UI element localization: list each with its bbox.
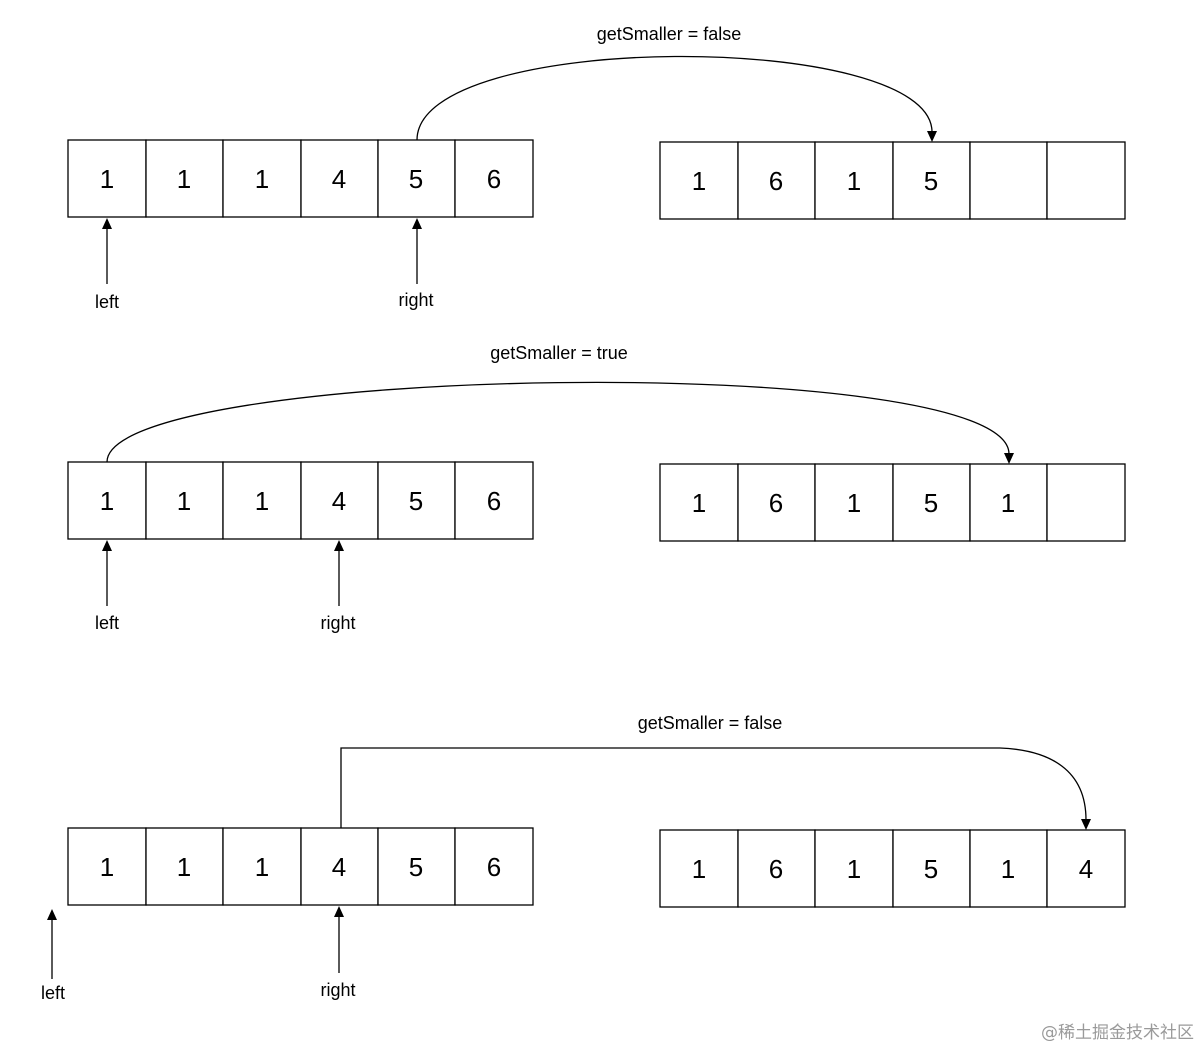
step-2: getSmaller = true 1 1 1 4 5 6 1 6 1 5 bbox=[67, 343, 1126, 633]
right-pointer-arrow-head bbox=[412, 218, 422, 229]
result-cell bbox=[892, 829, 971, 908]
result-value: 1 bbox=[847, 854, 861, 884]
left-pointer-arrow-head bbox=[102, 218, 112, 229]
source-value: 6 bbox=[487, 164, 501, 194]
source-cell bbox=[454, 461, 534, 540]
source-value: 4 bbox=[332, 486, 346, 516]
right-pointer-label: right bbox=[320, 980, 355, 1000]
watermark: @稀土掘金技术社区 bbox=[1041, 1023, 1194, 1043]
result-cell bbox=[814, 829, 894, 908]
result-array: 1 6 1 5 bbox=[659, 141, 1126, 220]
condition-label: getSmaller = false bbox=[597, 24, 742, 44]
result-cell bbox=[737, 141, 816, 220]
source-value: 1 bbox=[100, 164, 114, 194]
right-pointer-arrow-head bbox=[334, 540, 344, 551]
result-cell bbox=[892, 141, 971, 220]
result-cell bbox=[969, 829, 1048, 908]
condition-label: getSmaller = true bbox=[490, 343, 628, 363]
result-value: 5 bbox=[924, 488, 938, 518]
source-value: 1 bbox=[255, 486, 269, 516]
move-arrow bbox=[340, 747, 1087, 828]
source-array: 1 1 1 4 5 6 bbox=[67, 139, 534, 218]
source-cell bbox=[300, 461, 379, 540]
source-cell bbox=[222, 827, 302, 906]
right-pointer-label: right bbox=[320, 613, 355, 633]
left-pointer-label: left bbox=[95, 292, 119, 312]
result-value: 1 bbox=[847, 488, 861, 518]
source-value: 5 bbox=[409, 164, 423, 194]
result-array: 1 6 1 5 1 4 bbox=[659, 829, 1126, 908]
result-cell bbox=[969, 141, 1048, 220]
right-pointer-label: right bbox=[398, 290, 433, 310]
result-value: 6 bbox=[769, 488, 783, 518]
source-value: 6 bbox=[487, 852, 501, 882]
result-cell bbox=[1046, 141, 1126, 220]
step-3: getSmaller = false 1 1 1 4 5 6 1 6 1 5 bbox=[41, 713, 1126, 1003]
source-value: 4 bbox=[332, 852, 346, 882]
source-cell bbox=[67, 827, 147, 906]
source-value: 1 bbox=[177, 164, 191, 194]
result-value: 1 bbox=[692, 166, 706, 196]
move-arrow bbox=[106, 381, 1010, 463]
result-value: 1 bbox=[692, 488, 706, 518]
result-value: 6 bbox=[769, 854, 783, 884]
source-cell bbox=[67, 461, 147, 540]
move-arrow-head bbox=[1081, 819, 1091, 830]
source-value: 1 bbox=[177, 486, 191, 516]
source-cell bbox=[300, 827, 379, 906]
result-value: 1 bbox=[1001, 854, 1015, 884]
result-cell bbox=[659, 829, 739, 908]
result-value: 1 bbox=[1001, 488, 1015, 518]
result-cell bbox=[1046, 829, 1126, 908]
result-cell bbox=[892, 463, 971, 542]
left-pointer-label: left bbox=[41, 983, 65, 1003]
result-cell bbox=[1046, 463, 1126, 542]
source-value: 5 bbox=[409, 486, 423, 516]
right-pointer-arrow-head bbox=[334, 906, 344, 917]
result-value: 4 bbox=[1079, 854, 1093, 884]
source-cell bbox=[377, 139, 456, 218]
source-cell bbox=[454, 139, 534, 218]
condition-label: getSmaller = false bbox=[638, 713, 783, 733]
source-value: 1 bbox=[255, 852, 269, 882]
left-pointer-arrow-head bbox=[102, 540, 112, 551]
source-cell bbox=[67, 139, 147, 218]
move-arrow-head bbox=[927, 131, 937, 142]
result-cell bbox=[737, 829, 816, 908]
source-cell bbox=[145, 461, 224, 540]
source-cell bbox=[454, 827, 534, 906]
result-cell bbox=[969, 463, 1048, 542]
source-cell bbox=[145, 139, 224, 218]
move-arrow-head bbox=[1004, 453, 1014, 464]
result-cell bbox=[659, 463, 739, 542]
result-value: 5 bbox=[924, 166, 938, 196]
left-pointer-label: left bbox=[95, 613, 119, 633]
result-value: 5 bbox=[924, 854, 938, 884]
source-cell bbox=[222, 461, 302, 540]
source-value: 5 bbox=[409, 852, 423, 882]
source-cell bbox=[222, 139, 302, 218]
result-value: 1 bbox=[847, 166, 861, 196]
source-value: 1 bbox=[177, 852, 191, 882]
left-pointer-arrow-head bbox=[47, 909, 57, 920]
source-value: 1 bbox=[255, 164, 269, 194]
result-array: 1 6 1 5 1 bbox=[659, 463, 1126, 542]
result-value: 1 bbox=[692, 854, 706, 884]
result-cell bbox=[814, 141, 894, 220]
source-array: 1 1 1 4 5 6 bbox=[67, 827, 534, 906]
source-value: 1 bbox=[100, 486, 114, 516]
source-cell bbox=[377, 827, 456, 906]
move-arrow bbox=[416, 55, 933, 141]
source-value: 1 bbox=[100, 852, 114, 882]
result-cell bbox=[659, 141, 739, 220]
source-value: 4 bbox=[332, 164, 346, 194]
step-1: getSmaller = false 1 1 1 4 5 6 1 6 1 5 bbox=[67, 24, 1126, 312]
result-value: 6 bbox=[769, 166, 783, 196]
result-cell bbox=[737, 463, 816, 542]
source-array: 1 1 1 4 5 6 bbox=[67, 461, 534, 540]
source-cell bbox=[377, 461, 456, 540]
source-value: 6 bbox=[487, 486, 501, 516]
